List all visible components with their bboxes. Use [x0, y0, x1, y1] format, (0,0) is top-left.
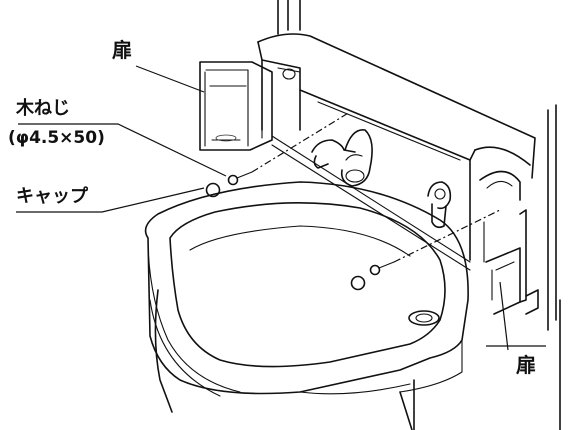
- door-right-panel: [483, 209, 539, 315]
- label-wood-screw-spec: (φ4.5×50): [8, 128, 105, 148]
- vanity-backsplash: [257, 33, 536, 271]
- faucet: [311, 129, 373, 187]
- valve: [427, 181, 452, 229]
- cap-left: [205, 182, 221, 198]
- door-top-panel: [199, 61, 273, 151]
- screw-right: [369, 264, 381, 276]
- screw-left: [227, 174, 239, 186]
- cap-right: [350, 275, 366, 291]
- screws: [205, 111, 501, 291]
- wall-lines: [277, 0, 561, 430]
- label-wood-screw: 木ねじ: [16, 98, 70, 119]
- label-door-top: 扉: [112, 38, 132, 62]
- leader-lines: [16, 65, 546, 351]
- label-door-right: 扉: [516, 353, 536, 377]
- label-cap: キャップ: [16, 186, 88, 207]
- basin: [144, 181, 469, 430]
